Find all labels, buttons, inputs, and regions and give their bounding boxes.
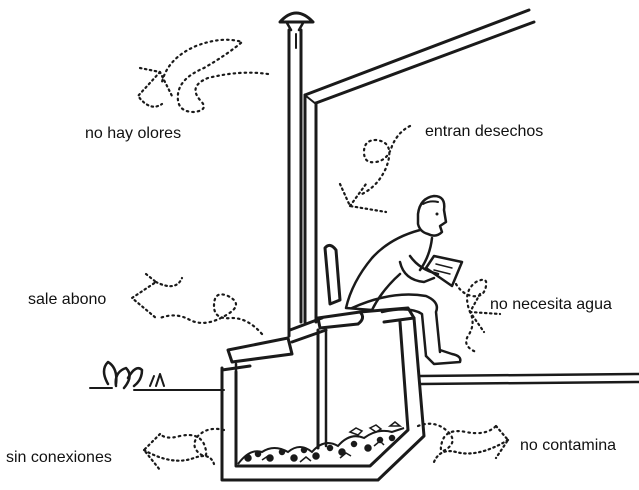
compost-pile <box>237 421 405 465</box>
label-no-pollution: no contamina <box>520 437 617 454</box>
arrow-no-pollution <box>416 422 510 464</box>
arrow-no-water <box>454 278 502 354</box>
toilet-seat <box>288 243 416 344</box>
label-no-connections: sin conexiones <box>6 449 112 466</box>
arrow-waste-in <box>338 124 412 214</box>
arrow-no-odors <box>136 38 270 114</box>
arrow-fertilizer-out <box>130 272 264 336</box>
label-no-water: no necesita agua <box>490 296 612 313</box>
chamber <box>220 316 426 482</box>
vent-pipe <box>278 11 315 338</box>
arrow-no-connections <box>142 427 226 472</box>
building-wall <box>303 8 536 324</box>
label-fertilizer-out: sale abono <box>28 291 107 308</box>
label-waste-in: entran desechos <box>425 123 544 140</box>
plant <box>102 360 165 390</box>
label-no-odors: no hay olores <box>85 125 182 142</box>
ground <box>89 372 639 391</box>
person-reading <box>344 194 464 366</box>
